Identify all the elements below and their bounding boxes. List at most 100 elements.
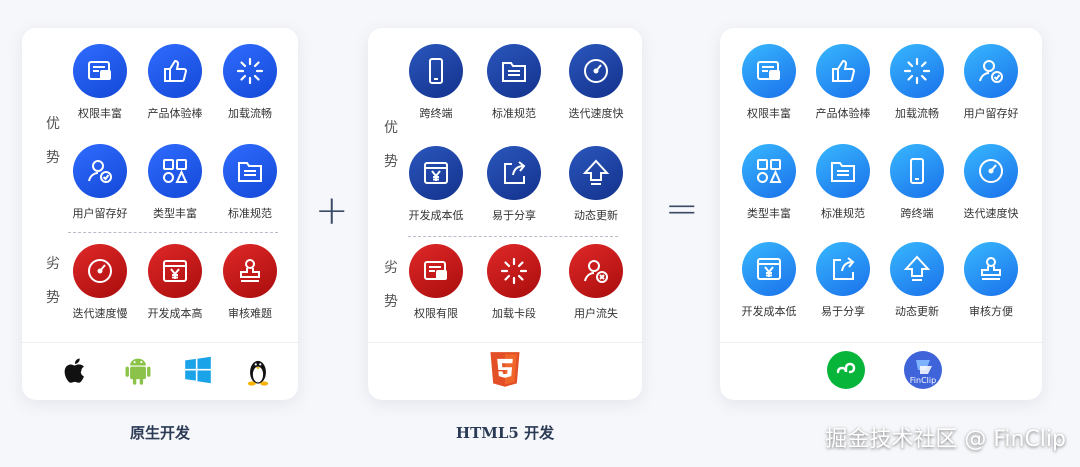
native-adv-permissions: 权限丰富 (55, 44, 145, 121)
html5-icon (485, 350, 525, 390)
thumbs-up-icon (148, 44, 202, 98)
h5-adv-low-cost: 开发成本低 (391, 146, 481, 223)
loading-spinner-icon (223, 44, 277, 98)
item-label: 标准规范 (492, 107, 536, 120)
item-label: 开发成本低 (741, 305, 797, 318)
yen-window-icon (148, 244, 202, 298)
native-adv-experience: 产品体验棒 (130, 44, 220, 121)
res-experience: 产品体验棒 (798, 44, 888, 121)
res-permissions: 权限丰富 (724, 44, 814, 121)
item-label: 跨终端 (900, 207, 934, 220)
user-check-icon (73, 144, 127, 198)
speedometer-icon (569, 44, 623, 98)
apple-icon (56, 350, 96, 390)
windows-icon (178, 350, 218, 390)
adv-char-2: 势 (46, 150, 60, 166)
native-dis-review: 审核难题 (205, 244, 295, 321)
android-icon (118, 350, 158, 390)
folder-doc-icon (816, 144, 870, 198)
item-label: 跨终端 (419, 107, 453, 120)
yen-window-icon (742, 242, 796, 296)
share-icon (487, 146, 541, 200)
permission-card-icon (409, 244, 463, 298)
res-loading: 加载流畅 (872, 44, 962, 121)
share-icon (816, 242, 870, 296)
disadv-char-1: 劣 (384, 260, 398, 276)
permission-card-icon (742, 44, 796, 98)
native-dis-speed: 迭代速度慢 (55, 244, 145, 321)
plus-operator: + (315, 188, 349, 234)
speedometer-icon (964, 144, 1018, 198)
finclip-icon: FinClip (903, 350, 943, 390)
stamp-icon (223, 244, 277, 298)
mobile-icon (409, 44, 463, 98)
res-types: 类型丰富 (724, 144, 814, 221)
adv-char-2: 势 (384, 154, 398, 170)
divider (408, 236, 618, 237)
item-label: 迭代速度快 (568, 107, 624, 120)
yen-window-icon (409, 146, 463, 200)
folder-doc-icon (487, 44, 541, 98)
item-label: 开发成本高 (147, 307, 203, 320)
user-remove-icon (569, 244, 623, 298)
item-label: 加载卡段 (492, 307, 536, 320)
h5-adv-fast-iteration: 迭代速度快 (551, 44, 641, 121)
item-label: 权限丰富 (747, 107, 791, 120)
res-share: 易于分享 (798, 242, 888, 319)
item-label: 易于分享 (821, 305, 865, 318)
native-panel: 优 势 劣 势 权限丰富 产品体验棒 加载流畅 用户留存好 类型丰富 标准规范 … (22, 28, 298, 400)
res-cross-platform: 跨终端 (872, 144, 962, 221)
h5-dis-churn: 用户流失 (551, 244, 641, 321)
native-adv-retention: 用户留存好 (55, 144, 145, 221)
res-retention: 用户留存好 (946, 44, 1036, 121)
item-label: 权限丰富 (78, 107, 122, 120)
native-title: 原生开发 (129, 424, 190, 442)
disadv-char-2: 势 (46, 290, 60, 306)
item-label: 迭代速度快 (963, 207, 1019, 220)
h5-dis-loading: 加载卡段 (469, 244, 559, 321)
item-label: 用户流失 (574, 307, 618, 320)
item-label: 加载流畅 (228, 107, 272, 120)
h5-adv-cross-platform: 跨终端 (391, 44, 481, 121)
finclip-logo-text: FinClip (910, 376, 936, 385)
item-label: 用户留存好 (963, 107, 1019, 120)
h5-adv-dynamic-update: 动态更新 (551, 146, 641, 223)
adv-char-1: 优 (384, 120, 398, 136)
adv-side-label: 优 势 (382, 118, 400, 186)
item-label: 加载流畅 (895, 107, 939, 120)
html5-platforms (368, 342, 642, 400)
item-label: 迭代速度慢 (72, 307, 128, 320)
item-label: 用户留存好 (72, 207, 128, 220)
item-label: 权限有限 (414, 307, 458, 320)
watermark: 掘金技术社区 @ FinClip (825, 427, 1066, 452)
h5-adv-standard: 标准规范 (469, 44, 559, 121)
shapes-icon (148, 144, 202, 198)
h5-dis-permissions: 权限有限 (391, 244, 481, 321)
shapes-icon (742, 144, 796, 198)
stamp-icon (964, 242, 1018, 296)
item-label: 动态更新 (895, 305, 939, 318)
item-label: 动态更新 (574, 209, 618, 222)
html5-panel: 优 势 劣 势 跨终端 标准规范 迭代速度快 开发成本低 易于分享 动态更新 权… (368, 28, 642, 400)
item-label: 标准规范 (228, 207, 272, 220)
item-label: 审核方便 (969, 305, 1013, 318)
equals-operator: = (665, 186, 699, 232)
divider (68, 232, 278, 233)
item-label: 类型丰富 (747, 207, 791, 220)
result-panel: 权限丰富 产品体验棒 加载流畅 用户留存好 类型丰富 标准规范 跨终端 迭代速度… (720, 28, 1042, 400)
folder-doc-icon (223, 144, 277, 198)
mobile-icon (890, 144, 944, 198)
loading-spinner-icon (890, 44, 944, 98)
loading-spinner-icon (487, 244, 541, 298)
upload-arrow-icon (890, 242, 944, 296)
item-label: 易于分享 (492, 209, 536, 222)
native-platforms (22, 342, 298, 400)
linux-icon (238, 350, 278, 390)
user-check-icon (964, 44, 1018, 98)
item-label: 类型丰富 (153, 207, 197, 220)
item-label: 审核难题 (228, 307, 272, 320)
result-platforms: FinClip (720, 342, 1042, 400)
res-dynamic-update: 动态更新 (872, 242, 962, 319)
native-adv-standard: 标准规范 (205, 144, 295, 221)
item-label: 产品体验棒 (815, 107, 871, 120)
